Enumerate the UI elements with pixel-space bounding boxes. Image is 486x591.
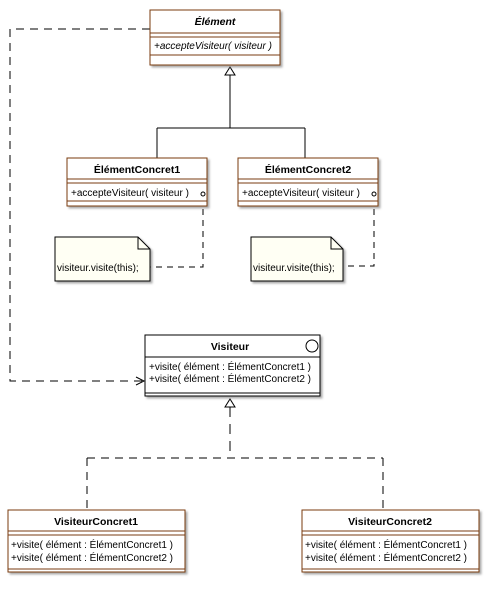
realization-visiteur-branch <box>86 457 384 510</box>
class-element-concret-1-title: ÉlémentConcret1 <box>94 163 181 176</box>
class-visiteur-concret-1[interactable]: VisiteurConcret1 +visite( élément : Élém… <box>7 509 186 573</box>
interface-icon <box>305 339 319 353</box>
generalization-element-branch <box>156 127 306 158</box>
note-2-text: visiteur.visite(this); <box>253 263 335 274</box>
dependency-arrowhead <box>135 376 146 386</box>
note-2[interactable]: visiteur.visite(this); <box>250 236 344 282</box>
class-element-concret-2-operation: +accepteVisiteur( visiteur ) <box>242 188 360 199</box>
class-element[interactable]: Élément +accepteVisiteur( visiteur ) <box>149 9 281 66</box>
class-visiteur-concret-2[interactable]: VisiteurConcret2 +visite( élément : Élém… <box>301 509 480 573</box>
note-1-anchor <box>150 198 204 268</box>
class-element-concret-1[interactable]: ÉlémentConcret1 +accepteVisiteur( visite… <box>66 157 208 207</box>
note-anchor-icon <box>200 191 206 197</box>
interface-visiteur[interactable]: Visiteur +visite( élément : ÉlémentConcr… <box>144 334 321 397</box>
note-anchor-icon <box>371 191 377 197</box>
generalization-element-arrowhead <box>224 66 236 76</box>
class-visiteur-concret-1-title: VisiteurConcret1 <box>54 516 138 528</box>
note-1[interactable]: visiteur.visite(this); <box>54 236 151 282</box>
class-visiteur-concret-1-operation-2: +visite( élément : ÉlémentConcret2 ) <box>11 551 173 564</box>
note-fold-icon <box>137 237 150 250</box>
note-2-anchor <box>343 198 375 267</box>
class-element-concret-2[interactable]: ÉlémentConcret2 +accepteVisiteur( visite… <box>237 157 379 207</box>
class-element-operation: +accepteVisiteur( visiteur ) <box>154 41 272 52</box>
class-visiteur-concret-2-operation-2: +visite( élément : ÉlémentConcret2 ) <box>305 551 467 564</box>
note-fold-icon <box>330 237 343 250</box>
class-visiteur-concret-1-operation-1: +visite( élément : ÉlémentConcret1 ) <box>11 538 173 551</box>
class-element-title: Élément <box>195 15 236 28</box>
class-visiteur-concret-2-title: VisiteurConcret2 <box>348 516 432 528</box>
class-visiteur-concret-2-operation-1: +visite( élément : ÉlémentConcret1 ) <box>305 538 467 551</box>
realization-visiteur-arrowhead <box>224 398 236 408</box>
interface-visiteur-operation-2: +visite( élément : ÉlémentConcret2 ) <box>149 372 311 385</box>
class-element-concret-1-operation: +accepteVisiteur( visiteur ) <box>71 188 189 199</box>
dependency-element-visiteur <box>9 28 150 382</box>
interface-visiteur-title: Visiteur <box>211 341 249 353</box>
note-1-text: visiteur.visite(this); <box>57 263 139 274</box>
interface-visiteur-operation-1: +visite( élément : ÉlémentConcret1 ) <box>149 360 311 373</box>
class-element-concret-2-title: ÉlémentConcret2 <box>265 163 352 176</box>
connectors <box>9 28 384 510</box>
